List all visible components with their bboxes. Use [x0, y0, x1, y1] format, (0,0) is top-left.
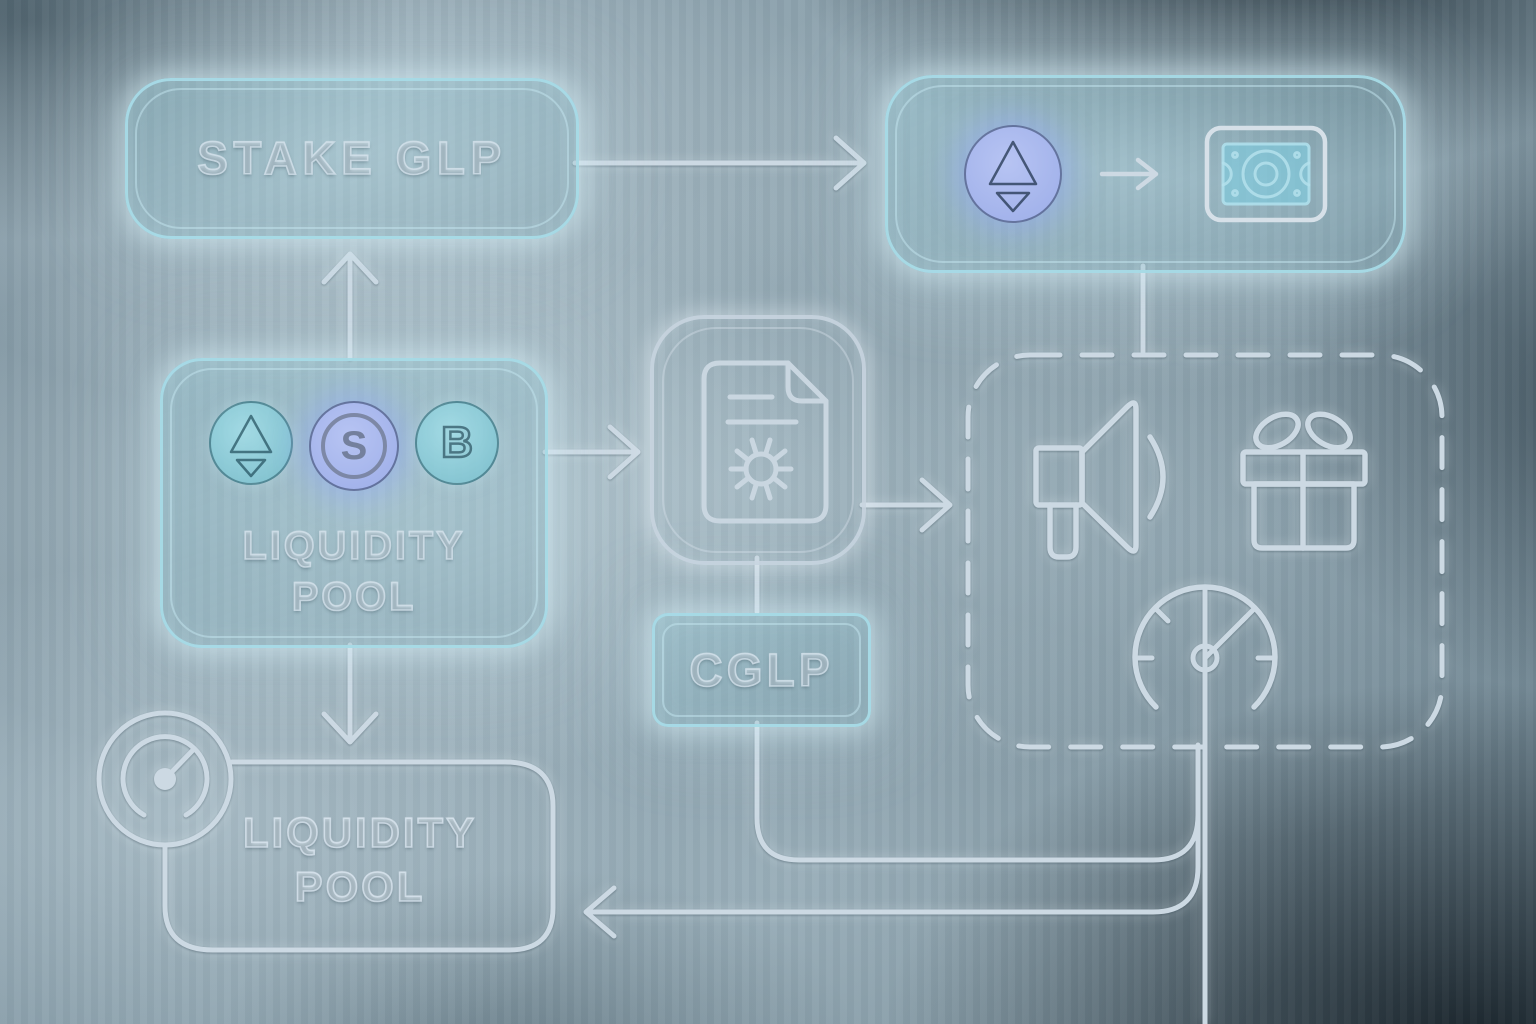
liquidity-pool-top-node: S B LIQUIDITY POOL — [160, 358, 548, 648]
eth-glyph-icon — [988, 140, 1037, 213]
s-coin: S — [309, 401, 399, 491]
eth-coin — [963, 125, 1062, 223]
coin-row: S B — [163, 401, 545, 491]
arrow-stake-to-rewards — [572, 135, 867, 191]
stake-glp-node: STAKE GLP — [125, 78, 579, 239]
b-coin-symbol: B — [440, 417, 474, 469]
eth-coin — [209, 401, 293, 485]
rewards-node — [885, 75, 1406, 273]
banknote-icon — [1204, 125, 1327, 223]
arrow-pool-to-stake — [321, 251, 379, 361]
liquidity-pool-top-label: LIQUIDITY POOL — [242, 523, 466, 620]
b-coin: B — [415, 401, 499, 485]
megaphone-icon — [1033, 400, 1166, 560]
arrow-junction-to-bottom-pool — [583, 742, 1201, 939]
gauge-badge-icon — [96, 710, 234, 848]
arrow-contract-to-incentives — [859, 477, 953, 533]
cglp-node: CGLP — [652, 613, 871, 727]
cglp-label: CGLP — [689, 643, 834, 697]
gift-icon — [1240, 411, 1368, 551]
gear-icon — [728, 437, 794, 501]
gauge-icon — [1132, 584, 1278, 1024]
connector-cglp-to-junction — [754, 720, 1201, 863]
stake-glp-label: STAKE GLP — [196, 131, 507, 185]
eth-glyph-icon — [229, 414, 273, 478]
arrow-pool-to-bottom-pool — [321, 642, 379, 745]
liquidity-pool-bottom-label: LIQUIDITY POOL — [242, 808, 478, 910]
smart-contract-node — [650, 315, 866, 565]
s-coin-symbol: S — [340, 423, 368, 468]
arrow-right-icon — [1099, 157, 1158, 191]
arrow-pool-to-contract — [542, 424, 641, 480]
liquidity-pool-bottom-node — [96, 710, 556, 953]
contract-document-icon — [701, 360, 829, 524]
